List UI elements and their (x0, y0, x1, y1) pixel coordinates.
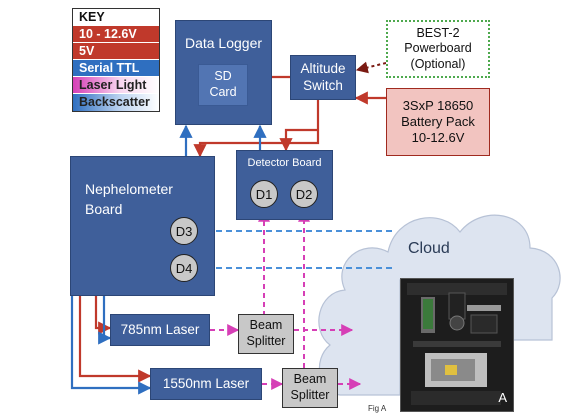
battery-box: 3SxP 18650 Battery Pack 10-12.6V (386, 88, 490, 156)
detector-d1: D1 (250, 180, 278, 208)
detector-d2: D2 (290, 180, 318, 208)
legend-item-backscatter: Backscatter (73, 94, 159, 111)
power-line-neph-to-785 (94, 296, 112, 335)
photo-panel-label: A (498, 390, 507, 405)
sd-card-label: SD Card (209, 69, 237, 99)
sd-card-box: SD Card (198, 64, 248, 106)
figure-label: Fig A (368, 404, 387, 413)
beam-splitter-2-label: Beam Splitter (290, 372, 330, 402)
legend-title: KEY (73, 9, 159, 26)
legend-item-10-12v: 10 - 12.6V (73, 26, 159, 43)
nephelometer-board-label: Nephelometer Board (85, 181, 173, 218)
altitude-switch-box: Altitude Switch (290, 55, 356, 100)
legend-item-laser-light: Laser Light (73, 77, 159, 94)
power-line-switch-to-detector (279, 128, 318, 152)
laser-1550-label: 1550nm Laser (162, 375, 250, 391)
detector-d2-label: D2 (295, 186, 313, 202)
powerboard-label: BEST-2 Powerboard (Optional) (404, 25, 472, 71)
legend-item-serial-ttl: Serial TTL (73, 60, 159, 77)
detector-d4-label: D4 (175, 260, 193, 276)
instrument-photo: A (400, 278, 514, 412)
laser-785-box: 785nm Laser (110, 314, 210, 346)
detector-d4: D4 (170, 254, 198, 282)
battery-label: 3SxP 18650 Battery Pack 10-12.6V (401, 97, 475, 146)
laser-1550-box: 1550nm Laser (150, 368, 262, 400)
data-logger-box: Data Logger (175, 20, 272, 125)
instrument-photo-graphic (401, 279, 513, 411)
detector-d3: D3 (170, 217, 198, 245)
detector-board-label: Detector Board (247, 157, 322, 169)
beam-splitter-1-box: Beam Splitter (238, 314, 294, 354)
detector-d3-label: D3 (175, 223, 193, 239)
detector-board-box: Detector Board (236, 150, 333, 220)
laser-785-label: 785nm Laser (120, 321, 200, 337)
beam-splitter-1-label: Beam Splitter (246, 318, 286, 348)
detector-d1-label: D1 (255, 186, 273, 202)
optional-power-link (355, 61, 387, 74)
legend-key: KEY 10 - 12.6V 5V Serial TTL Laser Light… (72, 8, 160, 112)
data-logger-label: Data Logger (184, 35, 263, 51)
powerboard-box: BEST-2 Powerboard (Optional) (386, 20, 490, 78)
altitude-switch-label: Altitude Switch (300, 60, 346, 93)
legend-item-5v: 5V (73, 43, 159, 60)
beam-splitter-2-box: Beam Splitter (282, 368, 338, 408)
cloud-label: Cloud (408, 240, 450, 257)
